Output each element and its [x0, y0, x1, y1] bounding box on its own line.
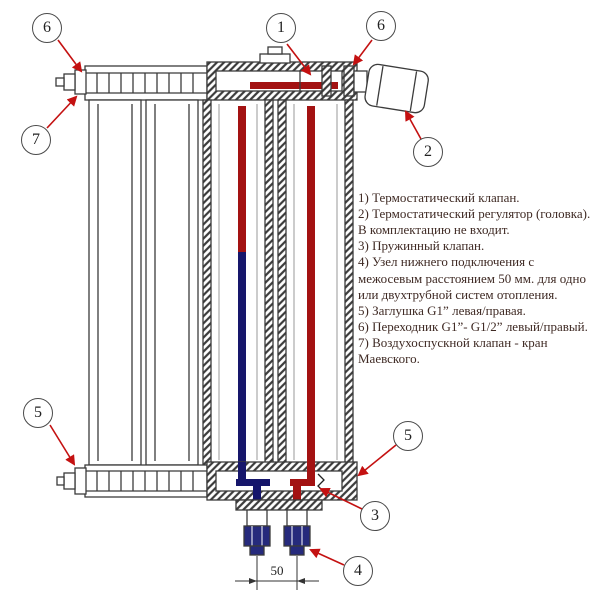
head-adapter: [343, 65, 368, 97]
bottom-manifold-cutaway: [206, 458, 358, 501]
callout-5-bottom-right: 5: [393, 421, 423, 451]
thermostatic-head: [364, 63, 429, 114]
legend: 1) Термостатический клапан. 2) Термостат…: [358, 190, 600, 367]
bottom-manifold-plain: [84, 464, 208, 498]
plug-left: [56, 467, 87, 495]
legend-item-7: 7) Воздухоспускной клапан - кран Маевско…: [358, 334, 548, 367]
dimension-label: 50: [271, 563, 284, 578]
top-manifold-plain: [84, 65, 208, 101]
callout-arrow: [357, 444, 397, 477]
legend-item-4: 4) Узел нижнего подключения с межосевым …: [358, 254, 586, 302]
callout-arrows: [46, 39, 422, 566]
legend-item-6: 6) Переходник G1”- G1/2” левый/правый.: [358, 318, 588, 334]
legend-item-5: 5) Заглушка G1” левая/правая.: [358, 302, 526, 318]
hot-inlet-channel: [250, 82, 338, 89]
callout-arrow: [286, 43, 312, 76]
legend-item-1: 1) Термостатический клапан.: [358, 190, 520, 205]
hot-return-channel: [290, 479, 315, 486]
callout-1: 1: [266, 13, 296, 43]
callout-arrow: [57, 39, 83, 73]
hot-channel-right: [307, 106, 315, 458]
thermostatic-valve-seat: [321, 65, 332, 97]
hot-channel-mid: [238, 106, 246, 252]
callout-arrow: [352, 39, 373, 66]
dimension-line: [235, 556, 319, 590]
callout-4: 4: [343, 556, 373, 586]
callout-arrow: [309, 548, 345, 566]
legend-item-3: 3) Пружинный клапан.: [358, 238, 485, 254]
air-valve-fitting: [55, 69, 87, 95]
cold-outlet-channel: [236, 479, 270, 486]
callout-6-top-right: 6: [366, 11, 396, 41]
callout-7: 7: [21, 125, 51, 155]
callout-arrow: [319, 487, 363, 510]
section-cutaway-1: [202, 99, 274, 466]
callout-arrow: [404, 110, 422, 140]
bottom-connection: [235, 486, 323, 556]
callout-arrow: [49, 424, 76, 466]
callout-6-top-left: 6: [32, 13, 62, 43]
callout-arrow: [46, 95, 78, 129]
legend-item-2: 2) Термостатический регулятор (головка).…: [358, 206, 591, 238]
callout-2: 2: [413, 137, 443, 167]
section-plain-2: [145, 99, 199, 466]
section-cutaway-2: [277, 99, 354, 466]
callout-3: 3: [360, 501, 390, 531]
top-manifold-cutaway: [206, 46, 358, 101]
section-plain-1: [88, 99, 142, 466]
callout-5-bottom-left: 5: [23, 398, 53, 428]
cold-channel-mid: [238, 252, 246, 462]
